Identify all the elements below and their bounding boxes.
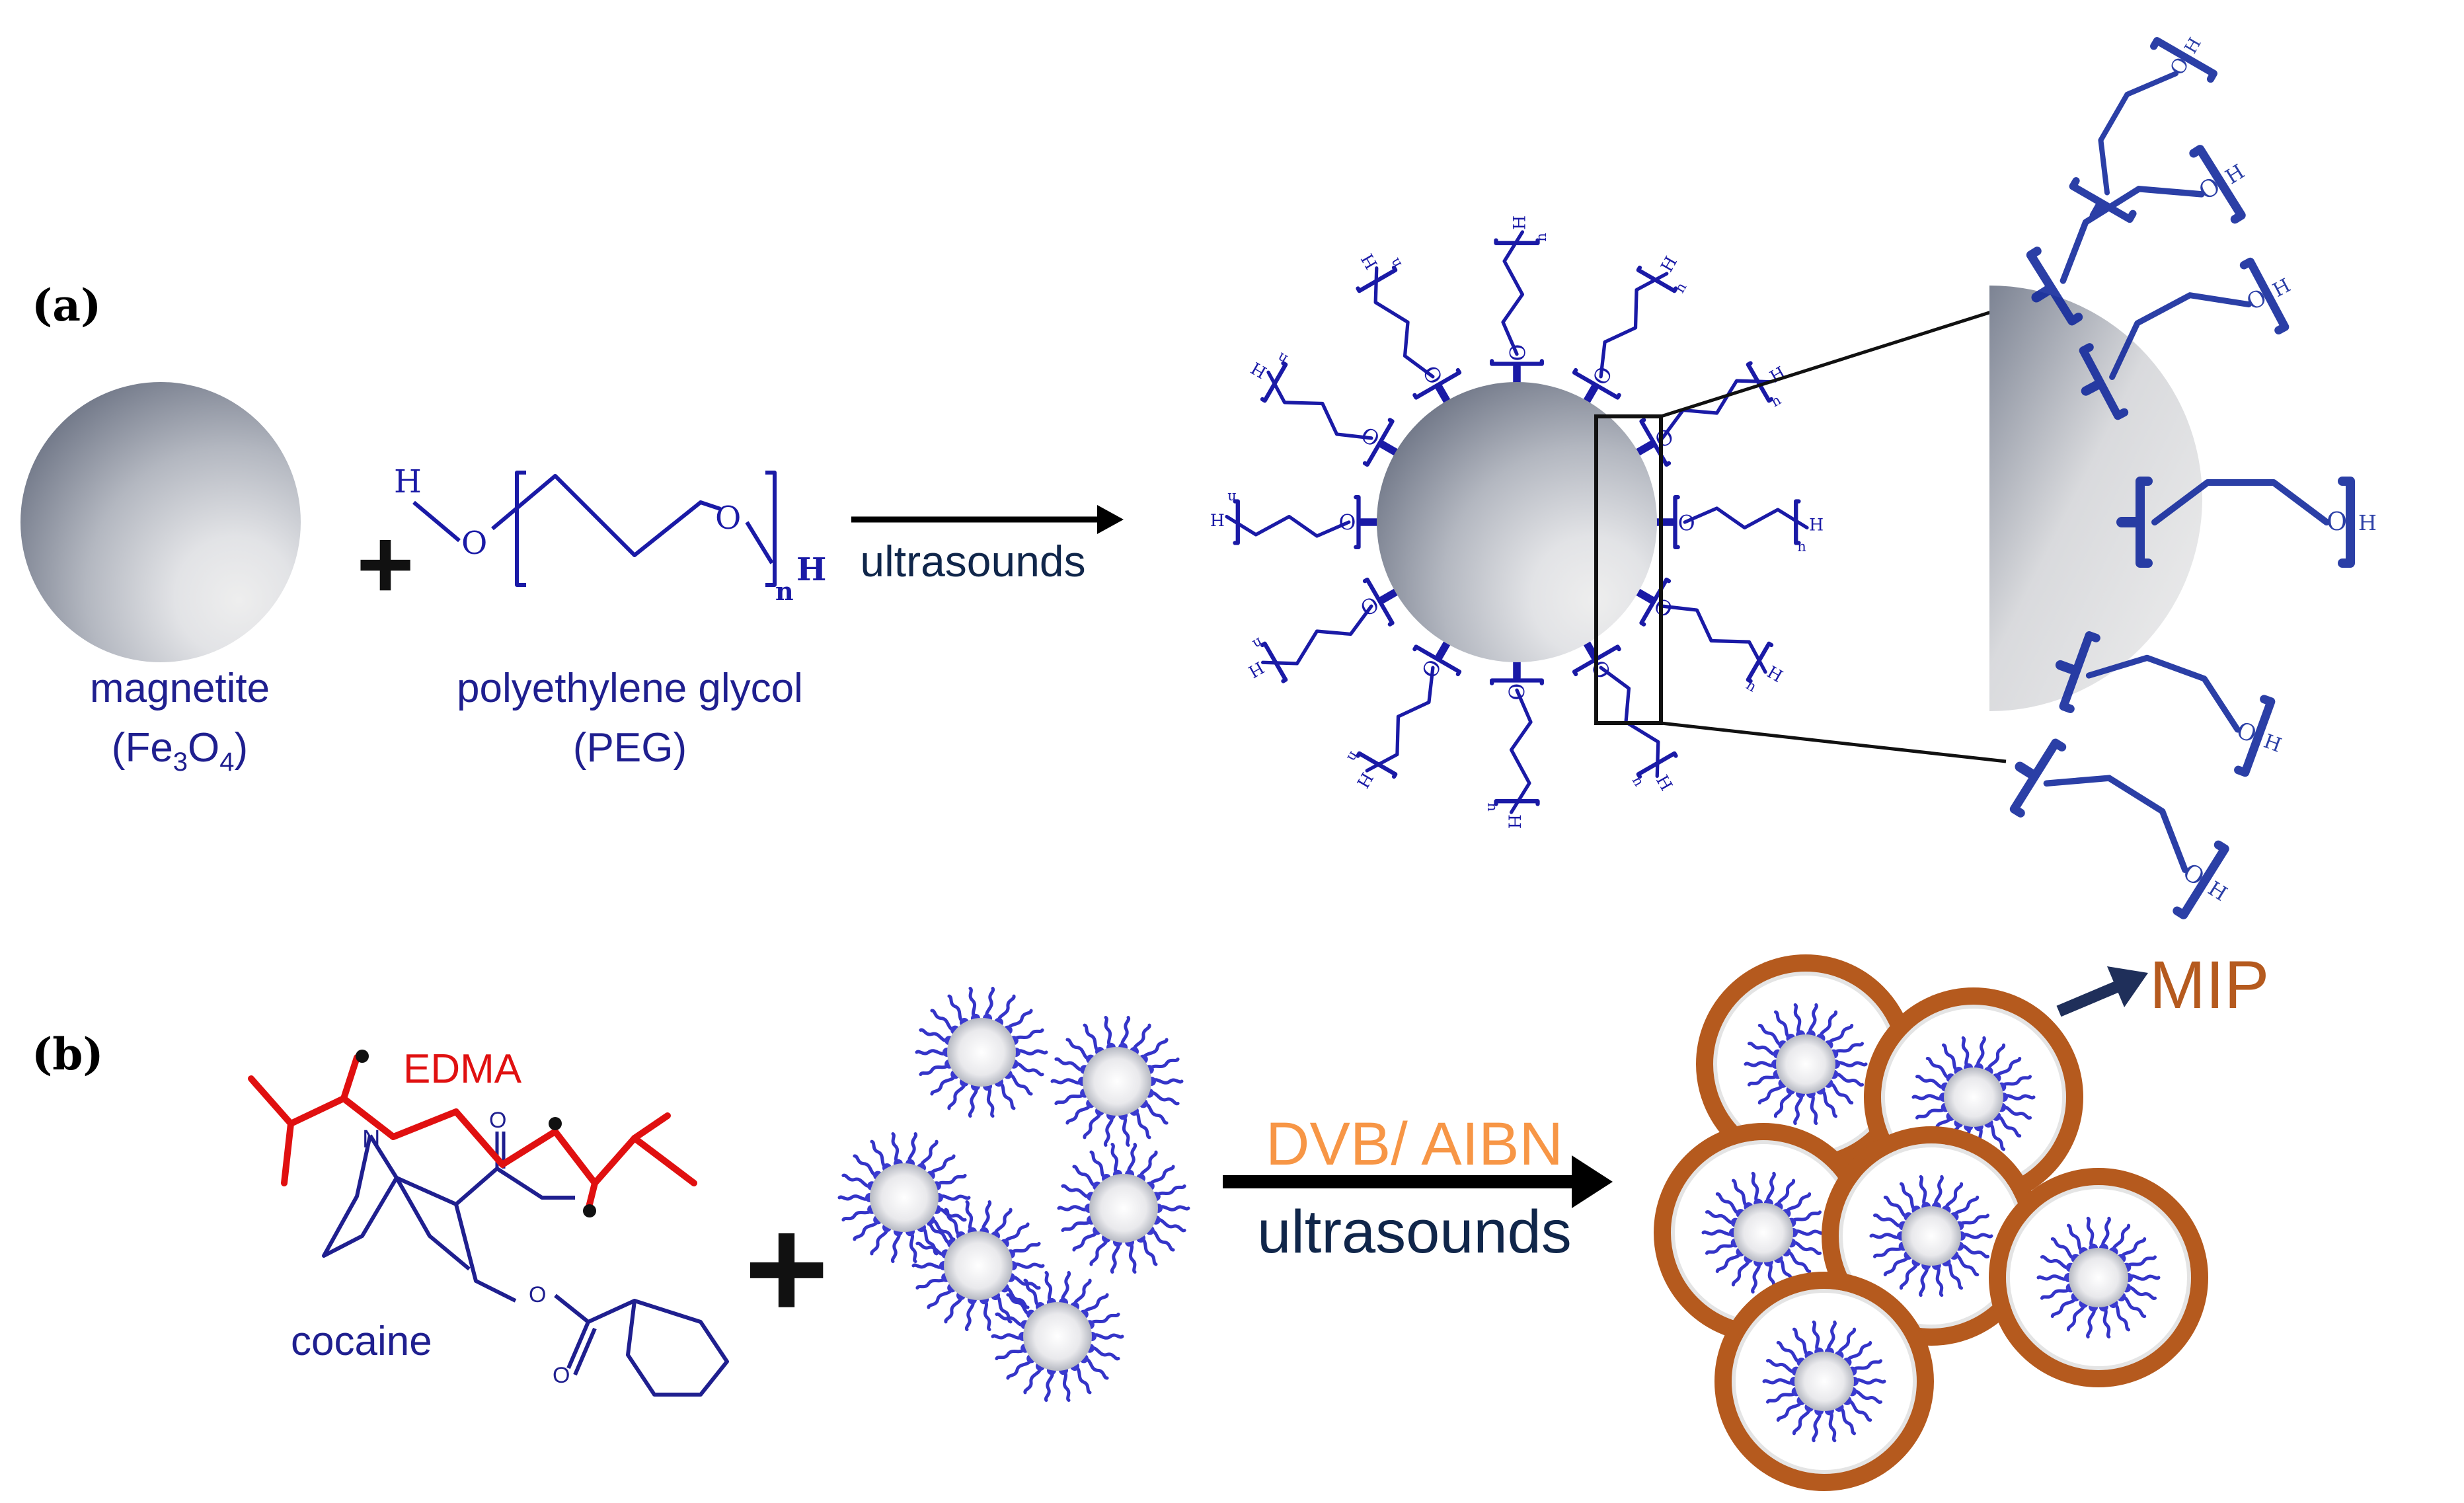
cocaine-o-1: O xyxy=(489,1108,506,1133)
peg-nanoparticle xyxy=(1052,1017,1182,1145)
zoom-line-top xyxy=(1660,305,2007,418)
magnetite-label: magnetite xyxy=(90,666,270,711)
peg-chain xyxy=(1335,625,1469,800)
peg-n: n xyxy=(775,576,794,606)
cocaine-label: cocaine xyxy=(291,1319,432,1364)
arrow-b-top-label: DVB/ AIBN xyxy=(1266,1110,1563,1178)
peg-abbr: (PEG) xyxy=(573,725,687,771)
mip-label: MIP xyxy=(2149,947,2269,1022)
peg-chain xyxy=(1342,241,1476,416)
peg-chain xyxy=(1484,660,1542,829)
peg-chain xyxy=(1210,490,1379,547)
mip-arrow xyxy=(2056,980,2121,1017)
mip-particle xyxy=(1989,1168,2208,1387)
peg-nanoparticle xyxy=(839,1133,969,1262)
peg-nanoparticle xyxy=(993,1272,1122,1401)
peg-h-end: H xyxy=(796,551,826,588)
peg-label: polyethylene glycol xyxy=(457,666,803,711)
peg-chain xyxy=(1235,562,1410,697)
mip-particles xyxy=(1654,954,2208,1491)
peg-chain xyxy=(1239,340,1414,475)
panel-a-label: (a) xyxy=(32,280,101,331)
peg-chain xyxy=(1564,244,1698,419)
peg-o-right: O xyxy=(715,500,741,537)
mip-arrow-head xyxy=(2107,966,2148,1007)
peg-chain xyxy=(1620,569,1795,703)
arrow-b-head xyxy=(1572,1155,1613,1208)
arrow-a-head xyxy=(1097,505,1124,534)
peg-nanoparticle xyxy=(913,1201,1043,1330)
zoom-line-bottom xyxy=(1660,721,2007,763)
plus-sign-a: + xyxy=(356,508,414,619)
peg-nanoparticle-cluster xyxy=(839,987,1188,1401)
peg-chain xyxy=(1492,215,1549,385)
edma-atom-2 xyxy=(549,1117,562,1130)
peg-chain xyxy=(1557,629,1691,804)
magnetite-sphere xyxy=(20,382,301,662)
mip-particle xyxy=(1714,1272,1934,1491)
edma-label: EDMA xyxy=(403,1046,522,1092)
peg-nanoparticle xyxy=(1059,1143,1188,1272)
zoom-half-sphere xyxy=(1989,286,2202,711)
peg-o-left: O xyxy=(461,525,487,562)
panel-b-label: (b) xyxy=(32,1028,104,1080)
peg-chain xyxy=(1654,497,1824,555)
edma-atom-3 xyxy=(583,1204,596,1217)
cocaine-n: N xyxy=(362,1126,380,1153)
cocaine-o-2: O xyxy=(529,1282,546,1307)
peg-nanoparticle xyxy=(917,987,1046,1116)
zoom-box xyxy=(1594,414,1663,725)
arrow-a-label: ultrasounds xyxy=(860,537,1085,586)
plus-sign-b: + xyxy=(744,1187,829,1350)
cocaine-o-3: O xyxy=(553,1363,570,1388)
peg-chain xyxy=(1623,347,1798,481)
magnetite-formula: (Fe3O4) xyxy=(112,725,248,777)
arrow-b-bottom-label: ultrasounds xyxy=(1257,1198,1572,1266)
peg-structure xyxy=(412,471,777,587)
peg-coated-particle xyxy=(1210,215,1824,829)
peg-h-top: H xyxy=(394,463,422,500)
edma-atom-1 xyxy=(356,1050,369,1063)
